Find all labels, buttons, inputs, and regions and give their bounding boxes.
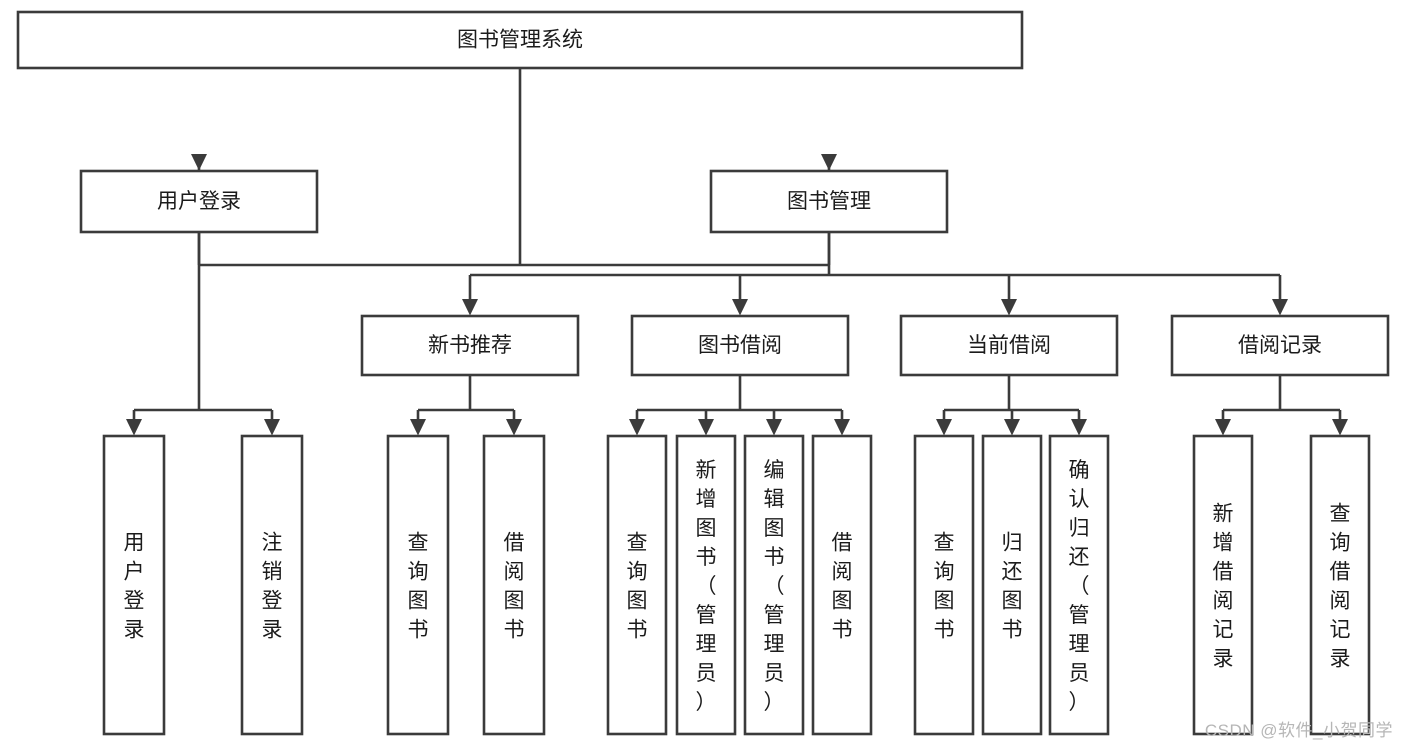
node-box bbox=[630, 314, 850, 377]
node-box bbox=[102, 434, 166, 736]
node-label: 图书管理系统 bbox=[457, 29, 583, 52]
node-current-borrow[interactable]: 当前借阅 bbox=[899, 314, 1119, 377]
arrow-head-icon bbox=[1001, 299, 1017, 316]
node-leaf-borrow-book-2[interactable]: 借阅图书 bbox=[811, 434, 873, 736]
node-label: 图书管理 bbox=[787, 190, 871, 213]
node-leaf-logout[interactable]: 注销登录 bbox=[240, 434, 304, 736]
node-box bbox=[743, 434, 805, 736]
node-box bbox=[1048, 434, 1110, 736]
node-leaf-confirm-return[interactable]: 确认归还（管理员） bbox=[1048, 434, 1110, 736]
node-layer: 图书管理系统用户登录图书管理新书推荐图书借阅当前借阅借阅记录用户登录注销登录查询… bbox=[16, 10, 1390, 736]
node-label: 新书推荐 bbox=[428, 334, 512, 357]
node-box bbox=[79, 169, 319, 234]
node-new-book-rec[interactable]: 新书推荐 bbox=[360, 314, 580, 377]
node-box bbox=[981, 434, 1043, 736]
arrow-head-icon bbox=[410, 419, 426, 436]
node-root[interactable]: 图书管理系统 bbox=[16, 10, 1024, 70]
node-book-mgmt[interactable]: 图书管理 bbox=[709, 169, 949, 234]
node-label: 用户登录 bbox=[124, 532, 145, 642]
node-box bbox=[913, 434, 975, 736]
node-label: 查询借阅记录 bbox=[1330, 503, 1351, 671]
node-box bbox=[811, 434, 873, 736]
arrow-head-icon bbox=[1071, 419, 1087, 436]
node-leaf-user-login[interactable]: 用户登录 bbox=[102, 434, 166, 736]
node-box bbox=[1309, 434, 1371, 736]
node-box bbox=[360, 314, 580, 377]
arrow-head-icon bbox=[698, 419, 714, 436]
node-user-login[interactable]: 用户登录 bbox=[79, 169, 319, 234]
node-label: 确认归还（管理员） bbox=[1069, 459, 1090, 714]
node-label: 查询图书 bbox=[934, 532, 955, 642]
node-leaf-query-book-1[interactable]: 查询图书 bbox=[386, 434, 450, 736]
node-label: 图书借阅 bbox=[698, 334, 782, 357]
node-box bbox=[709, 169, 949, 234]
node-label: 查询图书 bbox=[627, 532, 648, 642]
arrow-head-icon bbox=[834, 419, 850, 436]
arrow-head-icon bbox=[1272, 299, 1288, 316]
arrow-head-icon bbox=[821, 154, 837, 171]
node-label: 归还图书 bbox=[1002, 532, 1023, 642]
node-label: 编辑图书（管理员） bbox=[764, 459, 785, 714]
arrow-head-icon bbox=[264, 419, 280, 436]
arrow-head-icon bbox=[191, 154, 207, 171]
node-label: 注销登录 bbox=[262, 532, 283, 642]
node-label: 当前借阅 bbox=[967, 334, 1051, 357]
node-label: 用户登录 bbox=[157, 190, 241, 213]
node-box bbox=[675, 434, 737, 736]
node-borrow-record[interactable]: 借阅记录 bbox=[1170, 314, 1390, 377]
arrow-head-icon bbox=[936, 419, 952, 436]
arrow-head-icon bbox=[1215, 419, 1231, 436]
node-box bbox=[16, 10, 1024, 70]
node-label: 借阅图书 bbox=[832, 532, 853, 642]
node-box bbox=[240, 434, 304, 736]
node-book-borrow[interactable]: 图书借阅 bbox=[630, 314, 850, 377]
node-leaf-add-book[interactable]: 新增图书（管理员） bbox=[675, 434, 737, 736]
arrow-head-icon bbox=[629, 419, 645, 436]
arrow-head-icon bbox=[126, 419, 142, 436]
node-box bbox=[1170, 314, 1390, 377]
node-box bbox=[899, 314, 1119, 377]
node-box bbox=[606, 434, 668, 736]
arrow-head-icon bbox=[1332, 419, 1348, 436]
node-box bbox=[386, 434, 450, 736]
node-box bbox=[482, 434, 546, 736]
arrow-head-icon bbox=[1004, 419, 1020, 436]
arrow-head-icon bbox=[506, 419, 522, 436]
node-leaf-add-record[interactable]: 新增借阅记录 bbox=[1192, 434, 1254, 736]
node-label: 新增图书（管理员） bbox=[696, 459, 717, 714]
node-label: 新增借阅记录 bbox=[1213, 503, 1234, 671]
node-leaf-query-book-2[interactable]: 查询图书 bbox=[606, 434, 668, 736]
node-label: 借阅图书 bbox=[504, 532, 525, 642]
arrow-head-icon bbox=[462, 299, 478, 316]
arrow-head-icon bbox=[732, 299, 748, 316]
node-box bbox=[1192, 434, 1254, 736]
connector-layer bbox=[126, 68, 1348, 436]
node-label: 借阅记录 bbox=[1238, 334, 1322, 357]
node-leaf-return-book[interactable]: 归还图书 bbox=[981, 434, 1043, 736]
node-label: 查询图书 bbox=[408, 532, 429, 642]
node-leaf-borrow-book-1[interactable]: 借阅图书 bbox=[482, 434, 546, 736]
node-leaf-edit-book[interactable]: 编辑图书（管理员） bbox=[743, 434, 805, 736]
node-leaf-query-record[interactable]: 查询借阅记录 bbox=[1309, 434, 1371, 736]
arrow-head-icon bbox=[766, 419, 782, 436]
node-leaf-query-book-3[interactable]: 查询图书 bbox=[913, 434, 975, 736]
